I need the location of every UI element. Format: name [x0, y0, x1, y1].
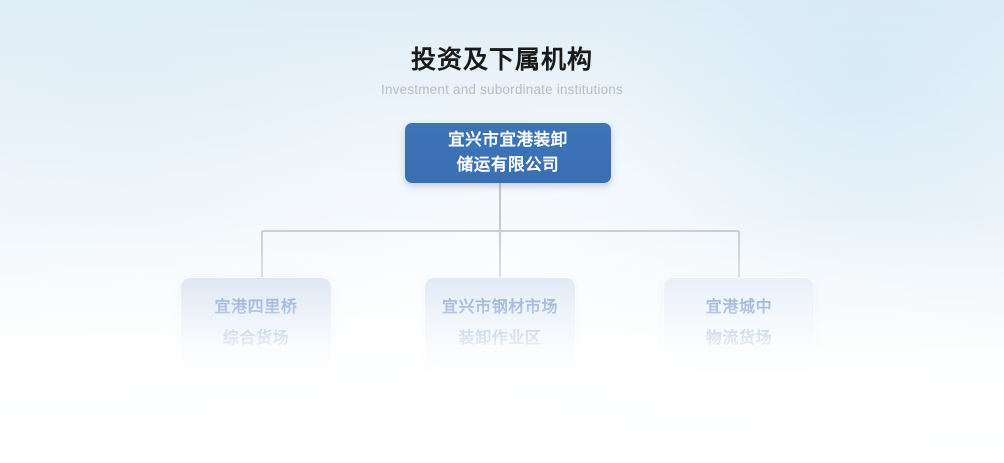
- org-node-child-0[interactable]: 宜港四里桥 综合货场: [180, 277, 332, 368]
- chart-heading: 投资及下属机构 Investment and subordinate insti…: [0, 44, 1004, 99]
- org-node-root-line-1: 宜兴市宜港装卸: [448, 131, 568, 149]
- org-node-child-1[interactable]: 宜兴市钢材市场 装卸作业区: [424, 277, 576, 368]
- page-subtitle: Investment and subordinate institutions: [381, 82, 623, 97]
- background-glow-right: [604, 0, 1004, 280]
- org-node-child-2-line-2: 物流货场: [705, 329, 773, 347]
- page-title: 投资及下属机构: [410, 46, 593, 74]
- org-node-child-0-line-2: 综合货场: [222, 329, 290, 347]
- background-glow-left: [0, 0, 400, 250]
- org-node-root[interactable]: 宜兴市宜港装卸 储运有限公司: [405, 123, 611, 183]
- org-node-root-line-2: 储运有限公司: [456, 156, 560, 174]
- org-node-child-1-line-1: 宜兴市钢材市场: [441, 298, 559, 316]
- org-node-child-2-line-1: 宜港城中: [705, 298, 773, 316]
- org-node-child-0-line-1: 宜港四里桥: [214, 298, 298, 316]
- org-node-child-1-line-2: 装卸作业区: [458, 329, 542, 347]
- org-node-child-2[interactable]: 宜港城中 物流货场: [663, 277, 815, 368]
